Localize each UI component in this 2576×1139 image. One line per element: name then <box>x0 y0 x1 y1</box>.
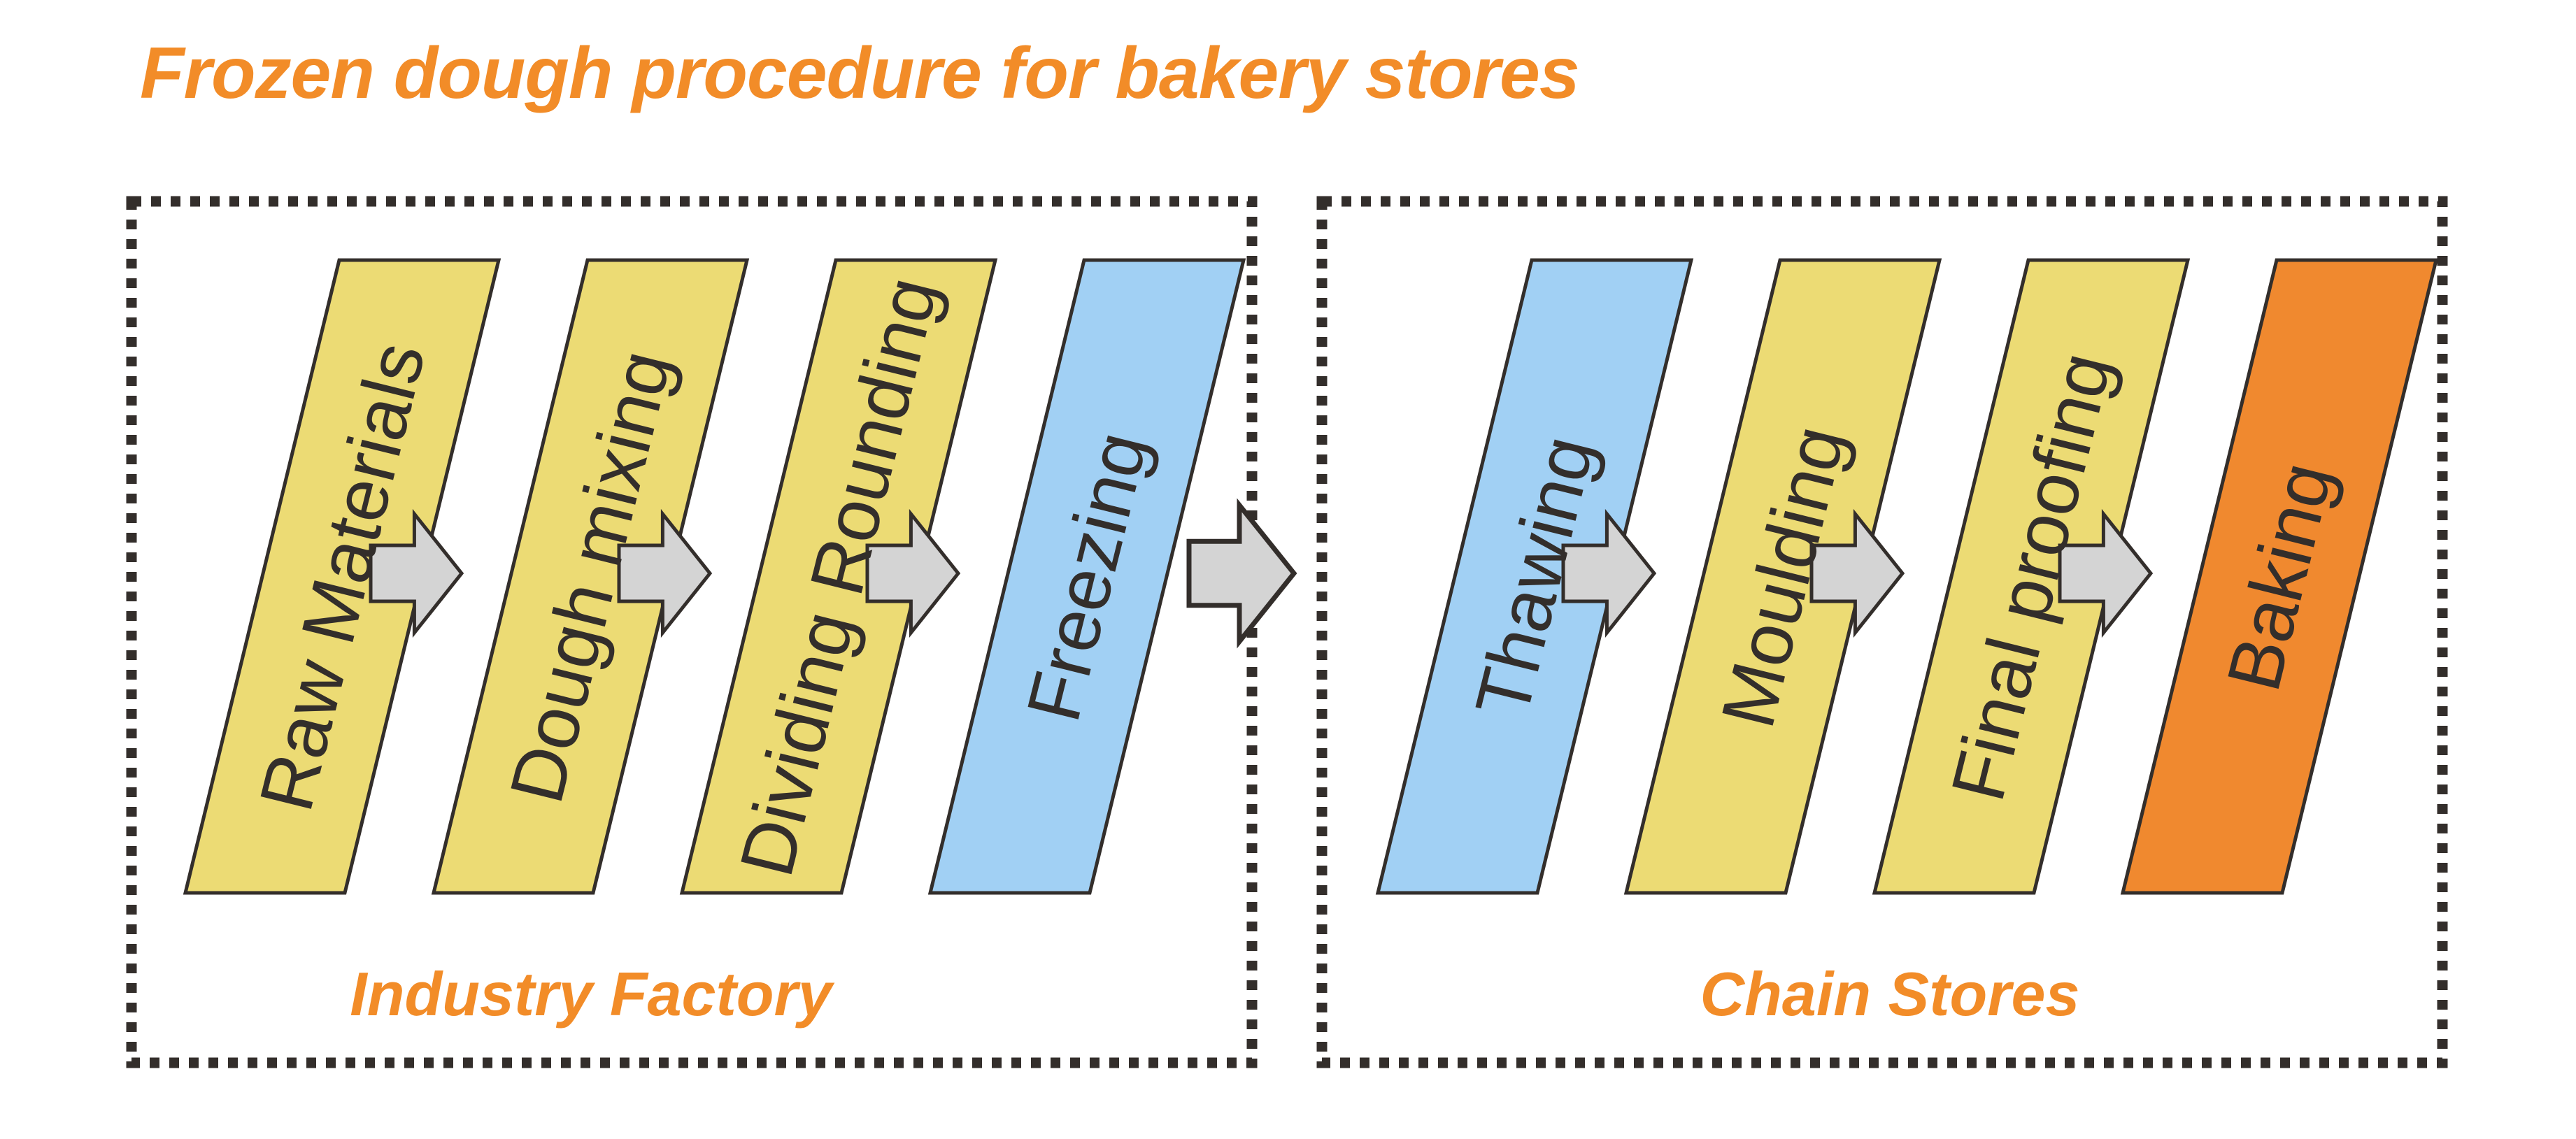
arrow-moulding-to-proofing-icon <box>1809 508 1905 638</box>
stage-shape-moulding[interactable] <box>1623 258 1942 895</box>
stage-shape-thawing[interactable] <box>1375 258 1694 895</box>
group-caption-industry-factory: Industry Factory <box>350 959 835 1029</box>
arrow-thawing-to-moulding-icon <box>1561 508 1657 638</box>
arrow-mixing-to-dividing-icon <box>617 508 713 638</box>
arrow-proofing-to-baking-icon <box>2058 508 2154 638</box>
arrow-factory-to-stores-icon <box>1186 498 1297 649</box>
stage-shape-dough-mixing[interactable] <box>431 258 750 895</box>
group-caption-chain-stores: Chain Stores <box>1700 959 2080 1029</box>
page-title: Frozen dough procedure for bakery stores <box>140 33 1579 114</box>
stage-shape-baking[interactable] <box>2120 258 2439 895</box>
dashed-boundary-chain-stores <box>1316 196 2448 1068</box>
dashed-boundary-industry-factory <box>126 196 1258 1068</box>
stage-shape-freezing[interactable] <box>927 258 1246 895</box>
group-industry-factory: Raw Materials Dough mixing Dividing Roun… <box>126 196 1258 1068</box>
arrow-dividing-to-freezing-icon <box>865 508 961 638</box>
stage-shape-final-proofing[interactable] <box>1872 258 2191 895</box>
group-chain-stores: Thawing Moulding Final proofing Baking C… <box>1316 196 2448 1068</box>
stage-shape-dividing-rounding[interactable] <box>679 258 998 895</box>
stage-shape-raw-materials[interactable] <box>183 258 501 895</box>
arrow-raw-to-mixing-icon <box>369 508 464 638</box>
